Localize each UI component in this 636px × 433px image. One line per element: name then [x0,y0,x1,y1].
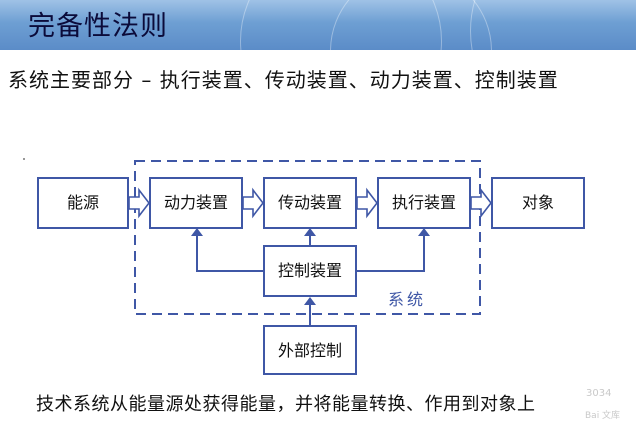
node-energy-source [37,177,129,229]
node-transmission-device-label: 传动装置 [278,193,342,212]
baidu-wenku-logo: Bai 文库 [585,411,621,421]
arrowhead [304,297,316,305]
slide-subtitle: 系统主要部分 – 执行装置、传动装置、动力装置、控制装置 [8,68,559,92]
diagram-caption: 技术系统从能量源处获得能量，并将能量转换、作用到对象上 [36,394,536,415]
control-line-to-execution [356,234,425,272]
flow-arrow [128,187,151,219]
node-execution-device-label: 执行装置 [392,193,456,212]
control-line-to-power [196,234,264,272]
node-control-device-label: 控制装置 [278,261,342,280]
node-energy-source-label: 能源 [67,193,99,212]
arrowhead [304,228,316,236]
node-external-control-label: 外部控制 [278,341,342,360]
flow-arrow [470,187,493,219]
system-label: 系统 [388,290,426,309]
flow-arrow [242,187,265,219]
flow-arrow [356,187,379,219]
node-target-object [491,177,585,229]
slide-header-bar: 完备性法则 [0,0,636,50]
slide-title: 完备性法则 [28,11,168,42]
arrowhead [191,228,203,236]
watermark-number: 3034 [586,388,612,399]
stray-dot [23,158,25,160]
node-target-object-label: 对象 [522,193,554,212]
system-boundary [134,160,481,315]
header-decoration [470,0,636,50]
node-power-device [149,177,243,229]
arrowhead [418,228,430,236]
node-external-control [263,325,357,375]
node-power-device-label: 动力装置 [164,193,228,212]
